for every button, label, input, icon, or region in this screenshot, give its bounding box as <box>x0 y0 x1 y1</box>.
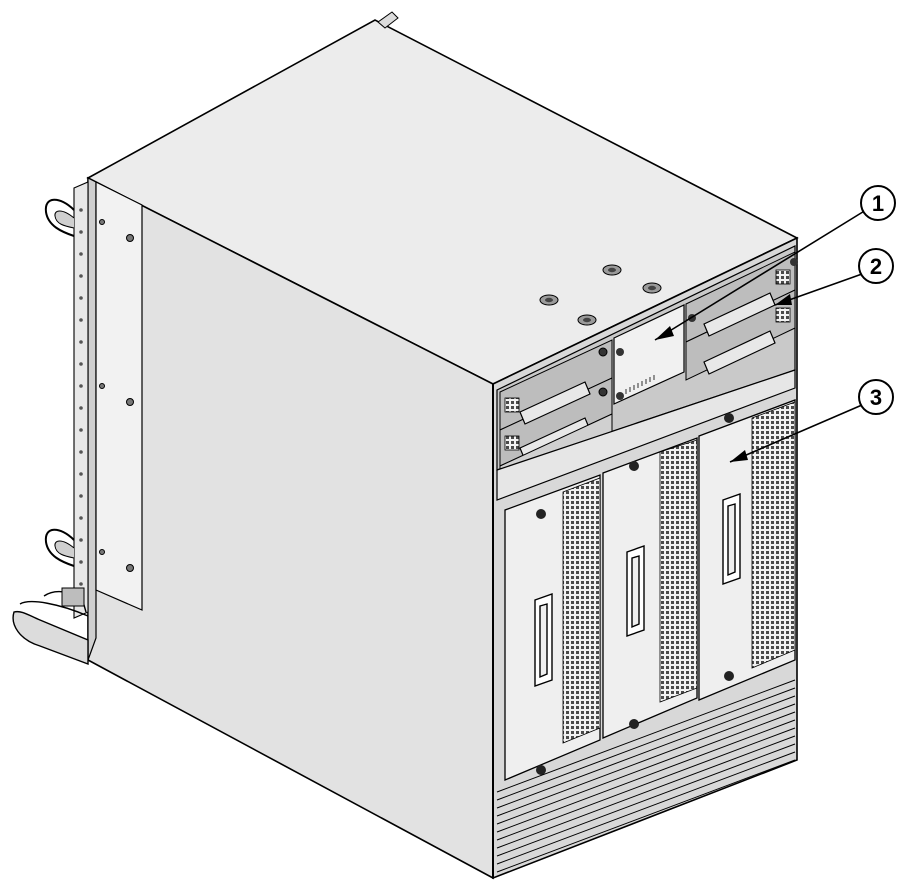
screw-icon <box>126 234 134 242</box>
upper-right-modules <box>685 251 798 381</box>
callout-2-circle <box>858 248 894 284</box>
callout-2-arrowhead <box>775 294 792 305</box>
cable-tray <box>12 587 89 666</box>
handle-icon <box>534 593 553 687</box>
screw-icon <box>598 347 608 357</box>
handle-icon <box>722 493 741 585</box>
screw-icon <box>99 383 105 389</box>
screw-icon <box>629 719 639 729</box>
screw-icon <box>790 258 798 266</box>
callout-1: 1 <box>654 185 896 341</box>
vent-mesh-icon <box>496 679 796 873</box>
screw-icon <box>126 398 134 406</box>
mounting-bracket-icon <box>44 177 143 661</box>
callout-1-circle <box>860 185 896 221</box>
screw-icon <box>724 413 734 423</box>
screw-icon <box>616 348 624 356</box>
screw-icon <box>648 285 656 291</box>
screw-icon <box>724 671 734 681</box>
blade-module-left <box>504 474 601 781</box>
top-rear-tab <box>377 11 399 29</box>
handle-icon <box>703 330 776 375</box>
callout-1-number: 1 <box>872 191 884 216</box>
callout-2-number: 2 <box>870 254 882 279</box>
screw-icon <box>126 564 134 572</box>
handle-icon <box>519 381 591 425</box>
screw-icon <box>616 392 624 400</box>
callout-3-arrowhead <box>730 450 748 462</box>
screw-icon <box>629 461 639 471</box>
screw-icon <box>99 219 105 225</box>
blade-module-middle <box>602 437 698 739</box>
callout-2: 2 <box>774 248 894 306</box>
callout-3-circle <box>858 379 894 415</box>
screw-icon <box>598 387 608 397</box>
screw-icon <box>583 317 591 323</box>
blade-ledge <box>496 369 796 501</box>
blade-module-right <box>698 399 796 701</box>
screw-icon <box>99 549 105 555</box>
callout-1-arrowhead <box>655 326 674 340</box>
callout-3: 3 <box>729 379 894 463</box>
handle-icon <box>626 545 645 637</box>
screw-icon <box>545 297 553 303</box>
screw-icon <box>608 267 616 273</box>
screw-icon <box>536 509 546 519</box>
top-surface-holes <box>539 264 662 326</box>
callout-3-number: 3 <box>870 385 882 410</box>
screw-icon <box>536 765 546 775</box>
callout-1-leader <box>654 209 867 341</box>
callout-3-leader <box>729 404 863 463</box>
